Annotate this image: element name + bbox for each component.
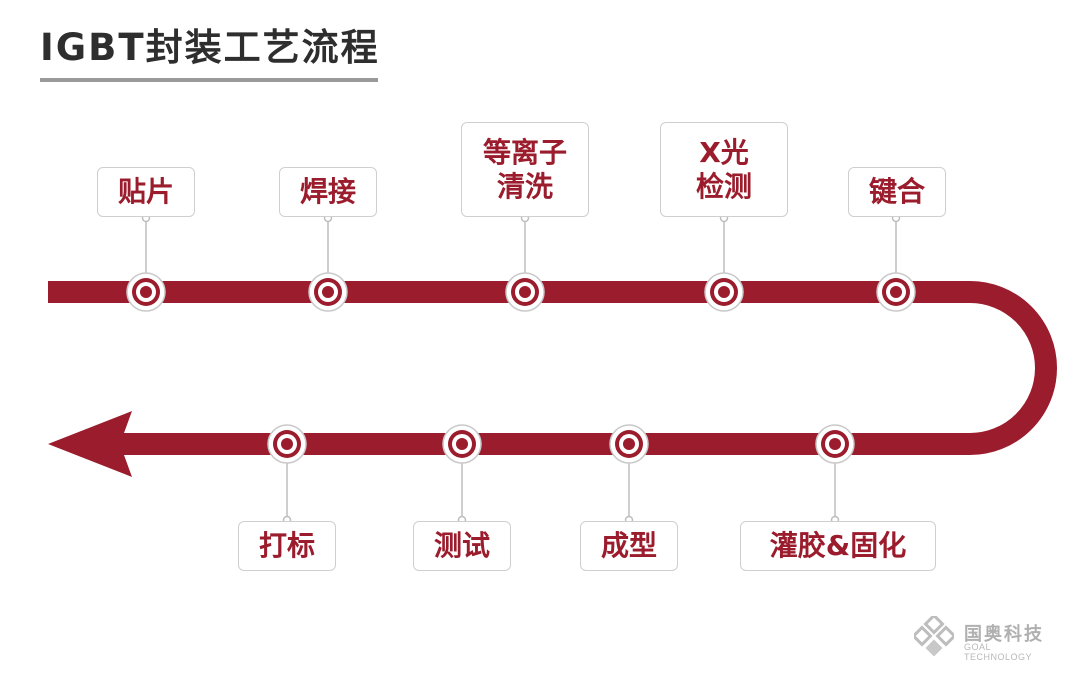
step-label-4: X光 检测 — [660, 122, 788, 217]
flow-track — [48, 281, 1057, 455]
step-node-5 — [876, 272, 916, 312]
page-title: IGBT封装工艺流程 — [40, 26, 380, 69]
step-node-8 — [442, 424, 482, 464]
step-label-6: 灌胶&固化 — [740, 521, 936, 571]
flow-arrowhead — [48, 411, 132, 477]
step-label-5: 键合 — [848, 167, 946, 217]
diamond-cluster-logo-icon — [914, 616, 954, 656]
step-node-6 — [815, 424, 855, 464]
step-label-2: 焊接 — [279, 167, 377, 217]
step-label-8: 测试 — [413, 521, 511, 571]
step-node-3 — [505, 272, 545, 312]
step-node-4 — [704, 272, 744, 312]
step-label-1: 贴片 — [97, 167, 195, 217]
logo-name: 国奥科技 — [964, 624, 1044, 645]
step-node-1 — [126, 272, 166, 312]
step-node-2 — [308, 272, 348, 312]
step-node-7 — [609, 424, 649, 464]
step-label-9: 打标 — [238, 521, 336, 571]
company-logo: 国奥科技 GOAL TECHNOLOGY — [914, 612, 1054, 662]
logo-subtitle: GOAL TECHNOLOGY — [964, 642, 1033, 662]
step-node-9 — [267, 424, 307, 464]
step-label-3: 等离子 清洗 — [461, 122, 589, 217]
title-underline — [40, 78, 378, 82]
step-label-7: 成型 — [580, 521, 678, 571]
